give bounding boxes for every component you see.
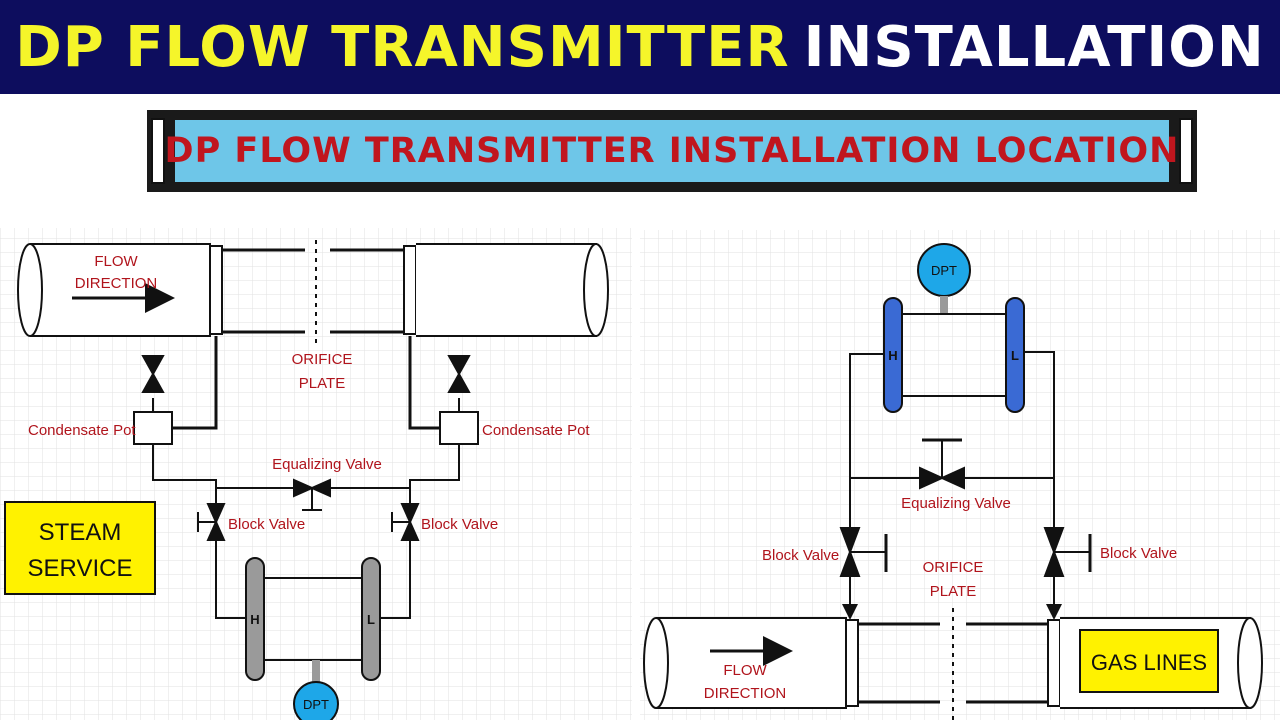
gas-pipe-middle [858,622,1048,704]
condensate-pot-right [439,411,479,445]
condensate-pot-right-label: Condensate Pot [482,422,590,439]
steam-manifold-low-side [361,557,381,681]
gas-orifice-label-2: PLATE [930,583,976,600]
banner-left-cap [151,118,165,184]
condensate-pot-left-label: Condensate Pot [28,422,136,439]
steam-pipe-middle [222,248,404,334]
banner-text: DP FLOW TRANSMITTER INSTALLATION LOCATIO… [164,131,1180,171]
condensate-pot-left [133,411,173,445]
gas-block-valve-right-label: Block Valve [1100,545,1177,562]
steam-block-valve-left-icon [197,488,226,610]
steam-service-box [4,501,156,595]
steam-block-valve-right-label: Block Valve [421,516,498,533]
steam-impulse-line-left [172,336,218,430]
gas-high-side-label: H [888,348,897,363]
title-part-white: INSTALLATION [803,14,1265,80]
gas-impulse-line-right [1024,351,1055,612]
gas-orifice-label-1: ORIFICE [923,559,984,576]
steam-flow-label-2: DIRECTION [75,275,158,292]
gas-service-label: GAS LINES [1091,650,1207,675]
title-part-yellow: DP FLOW TRANSMITTER [15,14,790,80]
steam-service-label-1: STEAM [39,519,122,546]
gas-flow-label-2: DIRECTION [704,685,787,702]
gas-flow-label-1: FLOW [723,662,767,679]
banner-inner: DP FLOW TRANSMITTER INSTALLATION LOCATIO… [165,120,1178,182]
subtitle-banner: DP FLOW TRANSMITTER INSTALLATION LOCATIO… [147,110,1197,192]
steam-flow-label-1: FLOW [94,253,138,270]
steam-equalizing-valve-icon [293,478,331,511]
gas-manifold-low-side [1005,297,1025,413]
steam-impulse-line-right [408,336,446,430]
steam-dpt-icon [293,681,339,720]
steam-dpt-stem [312,660,320,682]
gas-service-box [1079,629,1219,693]
gas-equalizing-valve-icon [919,438,965,490]
steam-low-side-label: L [367,612,375,627]
gas-block-valve-left-label: Block Valve [762,547,839,564]
gas-block-valve-right-icon [1043,527,1092,577]
steam-diagram [17,240,609,720]
gas-equalizing-valve-label: Equalizing Valve [901,495,1011,512]
steam-orifice-label-1: ORIFICE [292,351,353,368]
gas-block-valve-left-icon [839,527,888,577]
steam-high-side-label: H [250,612,259,627]
gas-dpt-label: DPT [931,263,957,278]
banner-right-cap [1179,118,1193,184]
steam-line-to-l [380,610,411,619]
steam-block-valve-right-icon [391,488,420,610]
steam-orifice-label-2: PLATE [299,375,345,392]
steam-service-label-2: SERVICE [28,555,133,582]
steam-block-valve-left-label: Block Valve [228,516,305,533]
steam-manifold-high-side [245,557,265,681]
steam-pipe-right [403,243,609,337]
steam-pipe-left [17,243,223,337]
steam-equalizing-valve-label: Equalizing Valve [272,456,382,473]
steam-line-to-h [215,610,248,619]
vent-valve-left-icon [141,355,165,412]
gas-pipe-left [643,617,859,709]
steam-dpt-label: DPT [303,697,329,712]
gas-low-side-label: L [1011,348,1019,363]
vent-valve-right-icon [447,355,471,412]
gas-impulse-line-left [849,353,884,612]
gas-dpt-stem [940,296,948,314]
